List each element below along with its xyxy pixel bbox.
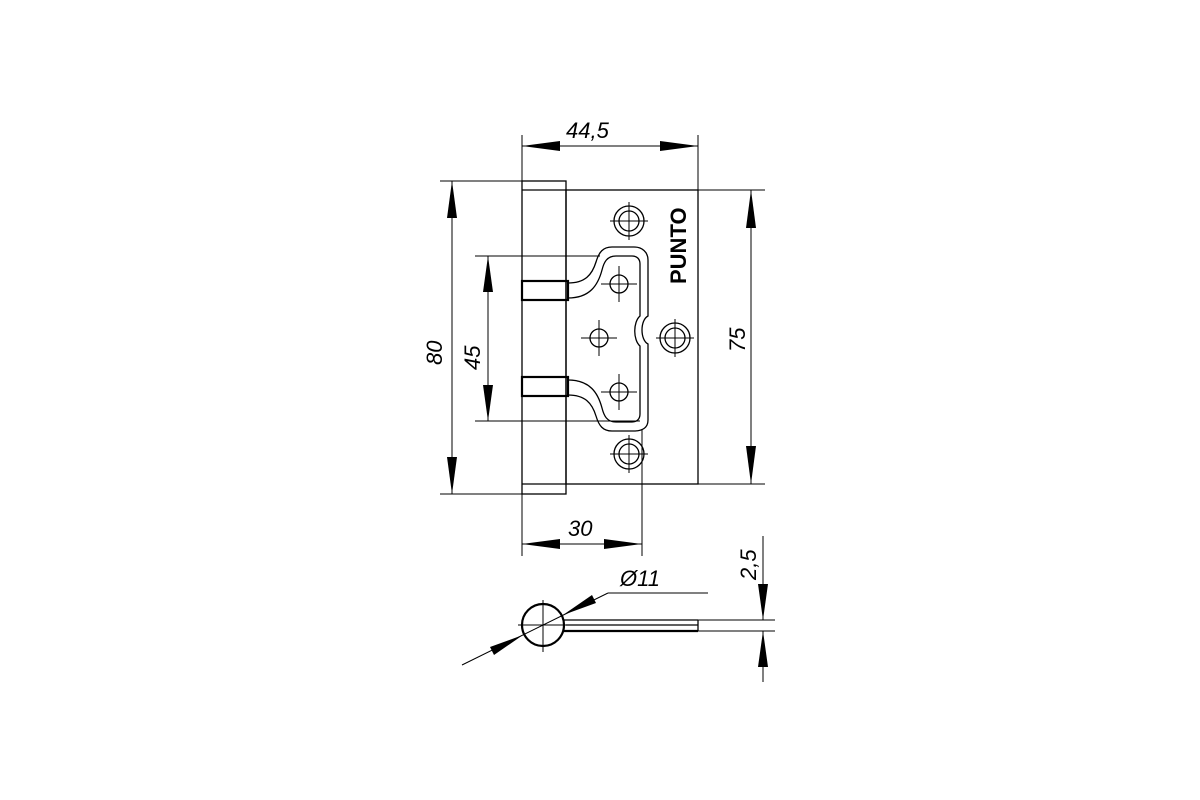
- dimension-label-inner-leaf-width: 30: [568, 516, 593, 541]
- inner-hole-bottom: [601, 374, 637, 410]
- dimension-label-leaf-height: 75: [725, 327, 750, 352]
- side-view: [461, 592, 775, 666]
- dimension-inner-leaf-width: 30: [521, 430, 643, 556]
- dimension-label-knuckle-diameter: Ø11: [619, 566, 660, 591]
- dimension-knuckle-spacing: 45: [460, 255, 640, 422]
- knuckle-top: [520, 279, 570, 302]
- dimension-overall-width: 44,5: [521, 118, 699, 190]
- dimension-label-overall-height: 80: [422, 340, 447, 365]
- dimension-thickness: 2,5: [736, 536, 768, 682]
- countersunk-hole-top: [610, 202, 648, 240]
- dimension-label-knuckle-spacing: 45: [460, 345, 485, 370]
- dimension-overall-height: 80: [422, 180, 566, 495]
- knuckle-bottom: [520, 375, 570, 398]
- countersunk-hole-bottom: [610, 435, 648, 473]
- dimension-label-overall-width: 44,5: [566, 118, 610, 143]
- dimension-label-thickness: 2,5: [736, 549, 761, 581]
- brand-label: PUNTO: [666, 207, 691, 284]
- hinge-barrel: [520, 180, 570, 495]
- dimension-leaf-height: 75: [698, 189, 765, 485]
- inner-hole-top: [601, 266, 637, 302]
- inner-leaf: [567, 246, 649, 432]
- countersunk-hole-middle: [656, 319, 694, 357]
- inner-hole-middle: [581, 320, 617, 356]
